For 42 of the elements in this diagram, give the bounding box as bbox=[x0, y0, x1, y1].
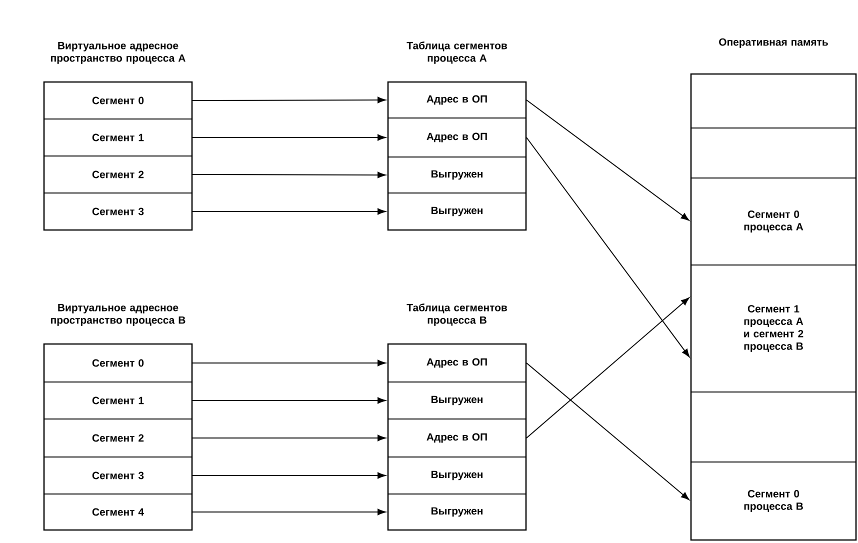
empty-cell bbox=[690, 74, 856, 128]
empty-cell bbox=[690, 128, 856, 178]
arrow bbox=[192, 96, 386, 104]
arrow bbox=[192, 472, 386, 479]
arrow bbox=[192, 172, 386, 178]
table-cell: Сегмент 0 bbox=[44, 82, 192, 120]
arrow bbox=[192, 360, 386, 366]
node-label: Виртуальное адресное пространство процесса B bbox=[51, 304, 186, 326]
arrow bbox=[192, 508, 386, 516]
table-cell: Адрес в ОП bbox=[388, 82, 526, 118]
table-cell: Сегмент 4 bbox=[44, 494, 192, 530]
arrow bbox=[192, 434, 386, 442]
table-cell: Выгружен bbox=[388, 192, 526, 230]
arrow bbox=[192, 134, 386, 141]
table-cell: Сегмент 3 bbox=[44, 192, 192, 230]
table-cell: Выгружен bbox=[388, 382, 526, 420]
table-cell: Выгружен bbox=[388, 156, 526, 194]
table-cell: Сегмент 0 процесса A bbox=[690, 178, 856, 266]
arrow bbox=[526, 137, 690, 358]
node-label: Таблица сегментов процесса A bbox=[406, 42, 507, 64]
node-label: Таблица сегментов процесса B bbox=[406, 304, 507, 326]
empty-cell bbox=[690, 392, 856, 462]
table-cell: Адрес в ОП bbox=[388, 118, 526, 158]
table-cell: Сегмент 2 bbox=[44, 418, 192, 458]
table-cell: Сегмент 0 процесса B bbox=[690, 462, 856, 540]
node-label: Оперативная память bbox=[719, 38, 828, 48]
table-cell: Выгружен bbox=[388, 456, 526, 494]
table-cell: Адрес в ОП bbox=[388, 418, 526, 458]
table-cell: Адрес в ОП bbox=[388, 344, 526, 382]
arrow bbox=[526, 100, 690, 221]
table-cell: Выгружен bbox=[388, 494, 526, 530]
arrow bbox=[192, 208, 386, 215]
table-cell: Сегмент 1 процесса A и сегмент 2 процесса B bbox=[690, 264, 856, 392]
arrow bbox=[526, 362, 690, 500]
table-cell: Сегмент 3 bbox=[44, 456, 192, 494]
table-cell: Сегмент 0 bbox=[44, 344, 192, 382]
arrow bbox=[192, 397, 386, 404]
table-cell: Сегмент 2 bbox=[44, 156, 192, 194]
node-label: Виртуальное адресное пространство процесса A bbox=[51, 42, 186, 64]
arrow bbox=[526, 297, 690, 438]
table-cell: Сегмент 1 bbox=[44, 382, 192, 420]
table-cell: Сегмент 1 bbox=[44, 118, 192, 156]
